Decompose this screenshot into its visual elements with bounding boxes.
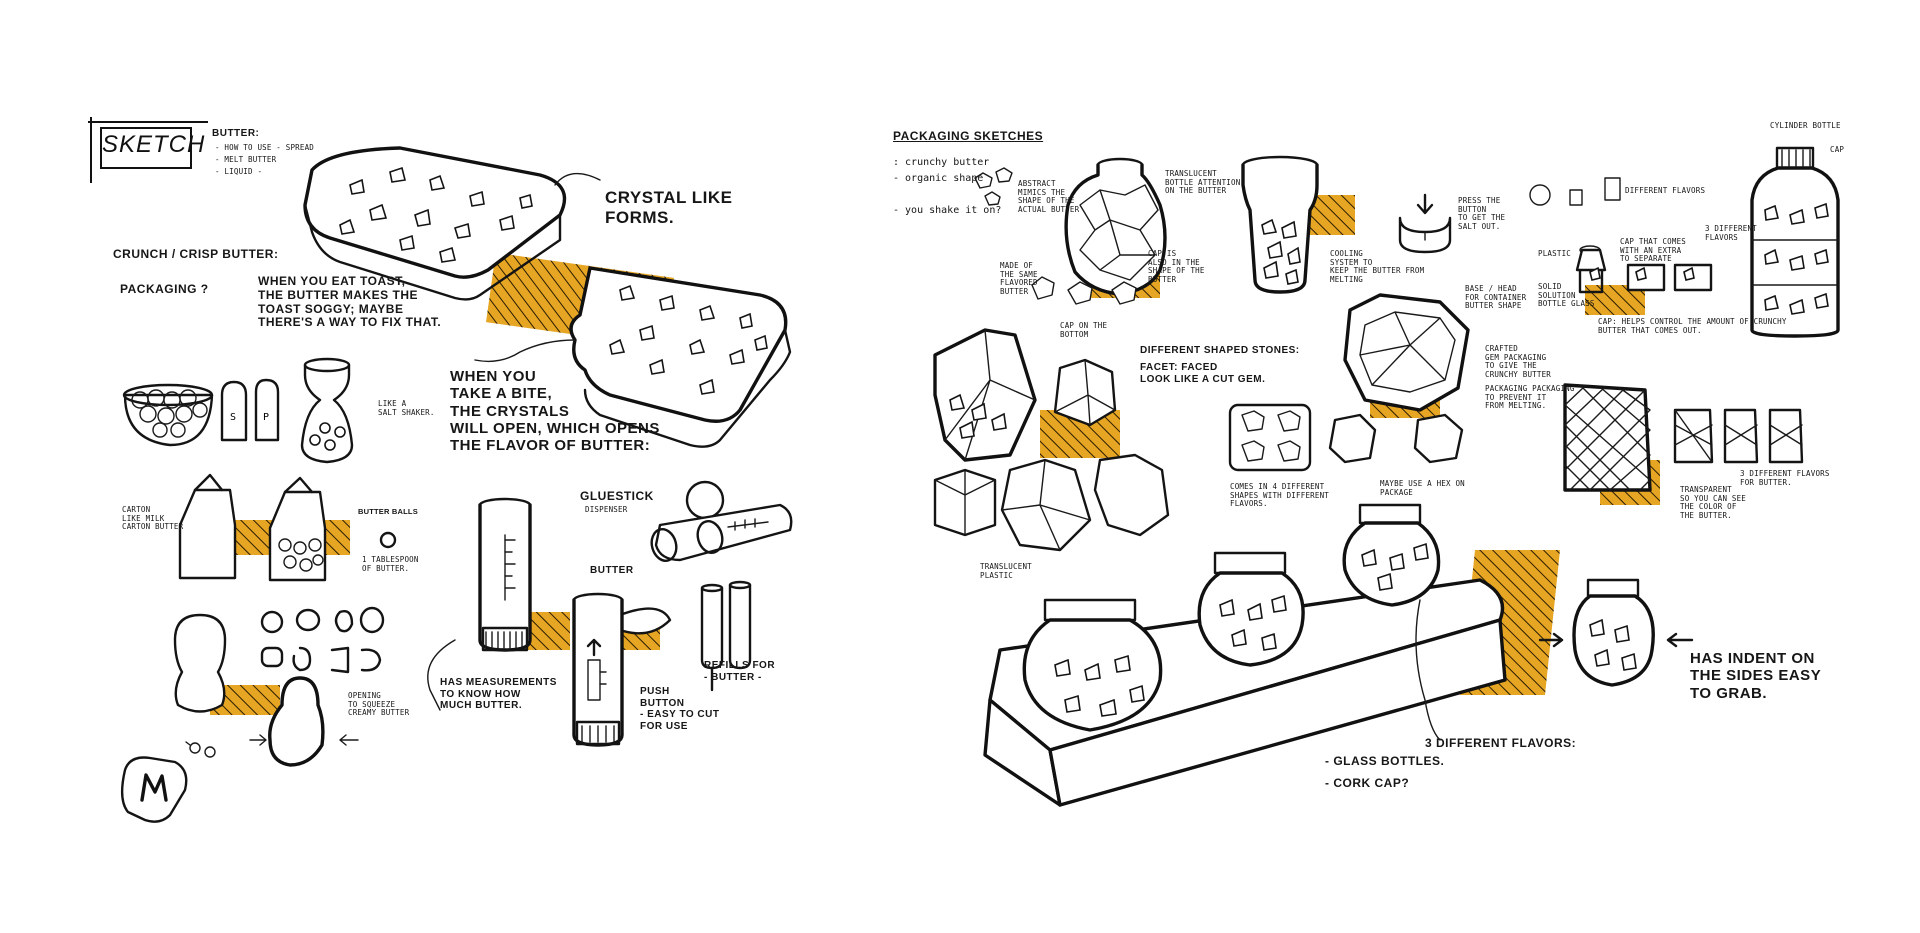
- transparent-note: TRANSPARENT SO YOU CAN SEE THE COLOR OF …: [1680, 485, 1747, 520]
- svg-text:S: S: [230, 412, 236, 423]
- indent-note: HAS INDENT ON THE SIDES EASY TO GRAB.: [1690, 650, 1822, 702]
- push-button-cutter-sketch: [572, 592, 672, 747]
- different-flavors-small: DIFFERENT FLAVORS: [1625, 186, 1706, 195]
- press-note: PRESS THE BUTTON TO GET THE SALT OUT.: [1458, 196, 1506, 231]
- push-note: PUSH BUTTON - EASY TO CUT FOR USE: [640, 686, 720, 732]
- butter-label: BUTTER: [590, 565, 634, 576]
- sketch-title-frame: [88, 117, 208, 183]
- sketch-title: SKETCH: [102, 131, 206, 158]
- translucent-plastic-note: TRANSLUCENT PLASTIC: [980, 562, 1032, 580]
- plastic-label: PLASTIC: [1538, 249, 1572, 258]
- diff-flavors-cyl: 3 DIFFERENT FLAVORS: [1705, 224, 1757, 242]
- translucent-note: TRANSLUCENT BOTTLE ATTENTION ON THE BUTT…: [1165, 169, 1241, 196]
- packaging-label: PACKAGING ?: [120, 282, 209, 296]
- gluestick-sub: DISPENSER: [585, 505, 628, 514]
- butter-note-1: - HOW TO USE - SPREAD: [215, 143, 315, 152]
- milk-carton-butter-sketch: [178, 473, 350, 582]
- salt-pepper-shakers-sketch: S P: [220, 378, 280, 442]
- packaging-sketches-title: PACKAGING SKETCHES: [893, 129, 1044, 143]
- three-flavors-butter: 3 DIFFERENT FLAVORS FOR BUTTER.: [1740, 469, 1830, 487]
- cap-tone-note: CAP THAT COMES WITH AN EXTRA TO SEPARATE: [1620, 237, 1687, 264]
- svg-text:P: P: [263, 412, 269, 423]
- cap-bottom-note: CAP ON THE BOTTOM: [1060, 321, 1108, 339]
- tablespoon-note: 1 TABLESPOON OF BUTTER.: [362, 555, 419, 573]
- cooling-note: COOLING SYSTEM TO KEEP THE BUTTER FROM M…: [1330, 249, 1425, 284]
- opening-note: OPENING TO SQUEEZE CREAMY BUTTER: [348, 691, 410, 718]
- stones-note: DIFFERENT SHAPED STONES:: [1140, 345, 1300, 356]
- gem-container-sketch: [1328, 293, 1470, 464]
- packaging-note: WHEN YOU EAT TOAST, THE BUTTER MAKES THE…: [258, 274, 442, 330]
- butter-ball-sketch: [379, 531, 397, 549]
- cooling-jar-sketch: [1241, 155, 1452, 294]
- bite-note: WHEN YOU TAKE A BITE, THE CRYSTALS WILL …: [450, 368, 660, 454]
- butter-balls-note: BUTTER BALLS: [358, 507, 418, 516]
- shaker-note: LIKE A SALT SHAKER.: [378, 399, 435, 417]
- butter-header: BUTTER:: [212, 128, 260, 139]
- measurement-note: HAS MEASUREMENTS TO KNOW HOW MUCH BUTTER…: [440, 677, 557, 711]
- butter-note-2: - MELT BUTTER: [215, 155, 277, 164]
- crunchy-note-3: - you shake it on?: [893, 205, 1002, 216]
- cork-cap-note: - CORK CAP?: [1325, 776, 1410, 790]
- crystal-note: CRYSTAL LIKE FORMS.: [605, 188, 733, 227]
- gluestick-dispenser-sketch: [478, 497, 570, 652]
- crafted-note: CRAFTED GEM PACKAGING TO GIVE THE CRUNCH…: [1485, 344, 1552, 379]
- three-flavors-note: 3 DIFFERENT FLAVORS:: [1425, 736, 1577, 750]
- squeeze-bottle-sketch: [173, 613, 359, 767]
- crystal-bottle-sketch: [1031, 157, 1167, 305]
- small-jars-lineup-sketch: [1529, 177, 1713, 294]
- butter-note-3: - LIQUID -: [215, 167, 263, 176]
- shaped-stones-sketch: [933, 328, 1170, 552]
- faceted-note: FACET: FACED LOOK LIKE A CUT GEM.: [1140, 362, 1266, 385]
- lattice-containers-sketch: [1563, 383, 1804, 505]
- shaker-jar-sketch: [300, 357, 354, 464]
- carton-note: CARTON LIKE MILK CARTON BUTTER: [122, 505, 184, 532]
- gem-cubes-set-sketch: [1228, 403, 1312, 472]
- cap-note: CAP IS ALSO IN THE SHAPE OF THE BUTTER: [1148, 249, 1205, 284]
- base-note: BASE / HEAD FOR CONTAINER BUTTER SHAPE: [1465, 284, 1527, 311]
- crunchy-note-1: : crunchy butter: [893, 157, 990, 168]
- crunch-heading: CRUNCH / CRISP BUTTER:: [113, 247, 279, 261]
- refills-note: REFILLS FOR - BUTTER -: [704, 660, 776, 683]
- bread-slice-sketch: [120, 741, 216, 823]
- made-note: MADE OF THE SAME FLAVORED BUTTER: [1000, 261, 1038, 296]
- crunchy-note-2: - organic shape: [893, 173, 984, 184]
- cylinder-title: CYLINDER BOTTLE: [1770, 121, 1841, 130]
- hexagon-note: MAYBE USE A HEX ON PACKAGE: [1380, 479, 1465, 497]
- shape-studies-sketch: [260, 606, 385, 674]
- tube-dispenser-sketch: [650, 480, 793, 562]
- cylinder-bottle-sketch: [1585, 146, 1840, 338]
- butter-ball-bowl-sketch: [122, 383, 214, 447]
- glass-bottle-tray-sketch: [983, 503, 1694, 807]
- cap-label: CAP: [1830, 145, 1845, 154]
- packaging-prevent-note: PACKAGING PACKAGING TO PREVENT IT FROM M…: [1485, 384, 1575, 411]
- glass-bottles-note: - GLASS BOTTLES.: [1325, 754, 1445, 768]
- refills-sketch: [700, 580, 752, 692]
- solution-note: SOLID SOLUTION BOTTLE GLASS: [1538, 282, 1595, 309]
- toast-bitten-sketch: [474, 266, 792, 448]
- crunchy-pieces-sketch: [974, 167, 1013, 206]
- abstract-note: ABSTRACT MIMICS THE SHAPE OF THE ACTUAL …: [1018, 179, 1080, 214]
- gluestick-label: GLUESTICK: [580, 489, 654, 503]
- flavors-cubes-note: COMES IN 4 DIFFERENT SHAPES WITH DIFFERE…: [1230, 482, 1330, 509]
- cap-control-note: CAP: HELPS CONTROL THE AMOUNT OF CRUNCHY…: [1598, 317, 1787, 335]
